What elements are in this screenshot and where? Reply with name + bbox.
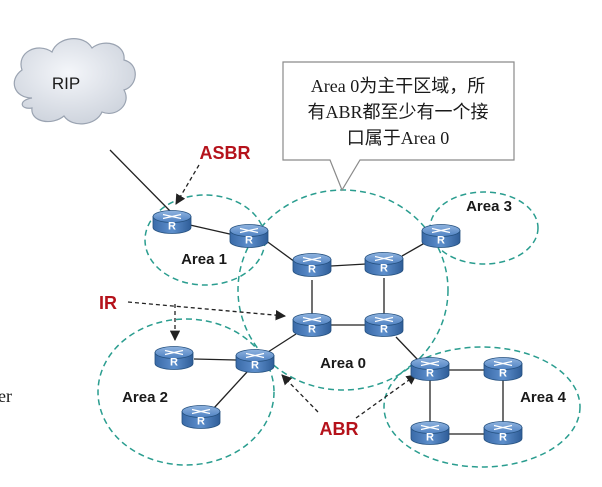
router-letter: R [245, 235, 253, 247]
router-letter: R [437, 235, 445, 247]
area2-label: Area 2 [122, 389, 168, 406]
ir-arrow-horizontal [127, 301, 287, 321]
area2-boundary [97, 318, 275, 466]
router-area0-top-right: R [364, 252, 404, 276]
router-arrows-icon [164, 349, 184, 356]
area1-label: Area 1 [181, 251, 227, 268]
asbr-label: ASBR [199, 143, 250, 163]
router-arrows-icon [420, 424, 440, 431]
router-arrows-icon [493, 360, 513, 367]
router-area4-top-left: R [410, 357, 450, 381]
router-arrows-icon [162, 213, 182, 220]
area4-boundary [383, 346, 581, 468]
link-a2left-a2abr [193, 358, 237, 361]
link-a2abr-a2bot [213, 371, 248, 409]
router-arrows-icon [493, 424, 513, 431]
router-letter: R [426, 432, 434, 444]
router-area0-top-left: R [292, 253, 332, 277]
router-asbr: R [152, 210, 192, 234]
callout-line-1: Area 0为主干区域，所 [311, 76, 485, 96]
link-a0br-a4abr [395, 336, 419, 361]
router-letter: R [170, 357, 178, 369]
router-arrows-icon [302, 256, 322, 263]
router-area0-bottom-right: R [364, 313, 404, 337]
router-arrows-icon [302, 316, 322, 323]
routers: R R R R R R R R R R R R R R [152, 210, 523, 445]
router-arrows-icon [239, 227, 259, 234]
router-area2-abr: R [235, 349, 275, 373]
router-area2-bottom: R [181, 405, 221, 429]
router-area2-left: R [154, 346, 194, 370]
abr-label: ABR [320, 419, 359, 439]
link-a0tl-a0tr [330, 263, 367, 267]
area0-label: Area 0 [320, 355, 366, 372]
router-area4-bottom-left: R [410, 421, 450, 445]
router-arrows-icon [245, 352, 265, 359]
callout-line-2: 有ABR都至少有一个接 [307, 102, 488, 122]
router-letter: R [499, 368, 507, 380]
router-arrows-icon [191, 408, 211, 415]
router-letter: R [308, 264, 316, 276]
router-area4-top-right: R [483, 357, 523, 381]
router-area1-abr: R [229, 224, 269, 248]
ir-label: IR [99, 293, 117, 313]
router-arrows-icon [374, 255, 394, 262]
links [109, 149, 504, 435]
callout: Area 0为主干区域，所 有ABR都至少有一个接 口属于Area 0 [282, 61, 515, 192]
cloud-shape [13, 38, 136, 125]
router-arrows-icon [420, 360, 440, 367]
link-a0bl-a2abr [267, 333, 297, 353]
callout-line-3: 口属于Area 0 [347, 128, 449, 148]
router-letter: R [197, 416, 205, 428]
router-letter: R [426, 368, 434, 380]
router-letter: R [308, 324, 316, 336]
router-arrows-icon [431, 227, 451, 234]
area4-label: Area 4 [520, 389, 567, 406]
router-letter: R [168, 221, 176, 233]
area3-label: Area 3 [466, 198, 512, 215]
link-rip-asbr [109, 149, 173, 214]
router-letter: R [499, 432, 507, 444]
abr-arrow-left [281, 374, 319, 413]
router-arrows-icon [374, 316, 394, 323]
router-letter: R [380, 324, 388, 336]
edge-text: er [0, 386, 12, 406]
callout-box [282, 61, 515, 192]
router-letter: R [380, 263, 388, 275]
abr-arrow-right [355, 374, 417, 419]
router-letter: R [251, 360, 259, 372]
rip-cloud: RIP [13, 38, 136, 125]
asbr-arrow [175, 164, 200, 205]
router-area3: R [421, 224, 461, 248]
link-asbr-a1abr [189, 224, 235, 236]
cloud-label: RIP [52, 74, 80, 93]
link-a1abr-a0tl [264, 239, 296, 263]
annotation-arrows [127, 164, 417, 419]
router-area4-bottom-right: R [483, 421, 523, 445]
area0-boundary [237, 189, 449, 391]
router-area0-bottom-left: R [292, 313, 332, 337]
